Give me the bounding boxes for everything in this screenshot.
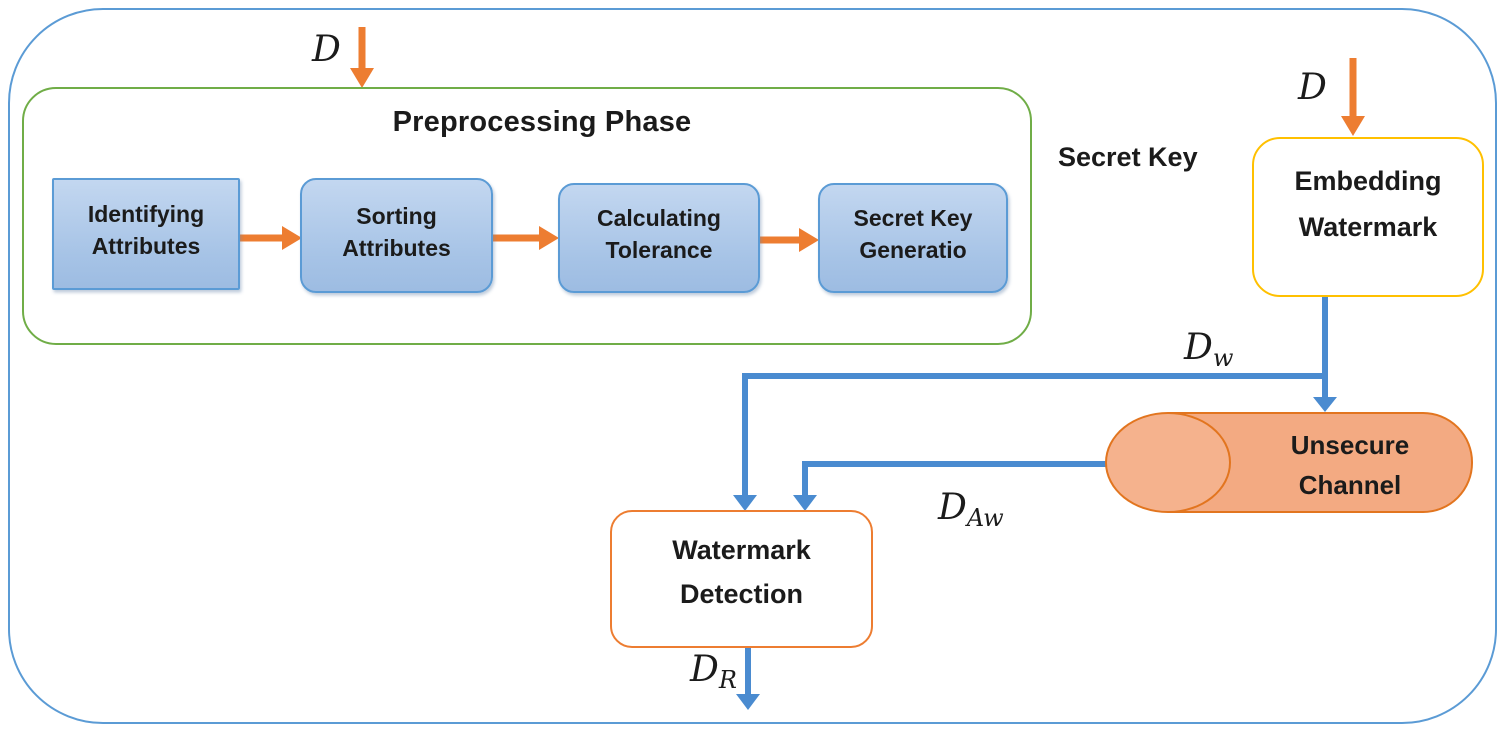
step-label-line2: Attributes: [91, 233, 201, 259]
math-base: D: [938, 487, 967, 528]
node-label-line2: Channel: [1298, 469, 1402, 500]
arrow-d-to-embedding-head: [1341, 116, 1365, 136]
label-daw: DAw: [938, 487, 1004, 531]
step-label-line1: Calculating: [597, 205, 721, 231]
arrow-dw-into-detection-head: [733, 495, 757, 511]
arrow-d-to-preprocessing-head: [350, 68, 374, 88]
arrow-step1-step2-head: [282, 226, 302, 250]
connector-channel-to-detection: [802, 461, 1107, 496]
node-label-line1: Unsecure: [1290, 429, 1410, 460]
diagram-outer-border: [8, 8, 1497, 724]
math-base: D: [1184, 327, 1213, 368]
node-label-line2: Watermark: [1298, 212, 1438, 242]
step-label-line1: Identifying: [87, 201, 205, 227]
watermark-detection-node: Watermark Detection: [610, 510, 873, 648]
arrow-step3-step4-head: [799, 228, 819, 252]
node-label-line1: Watermark: [672, 535, 811, 565]
math-base: D: [312, 29, 341, 70]
preprocessing-phase-title: Preprocessing Phase: [392, 106, 692, 138]
label-dr: DR: [690, 649, 737, 693]
math-subscript: w: [1212, 344, 1234, 372]
preprocessing-phase-box: [22, 87, 1032, 345]
math-base: D: [690, 649, 719, 690]
node-label-line2: Detection: [679, 579, 804, 609]
arrow-step2-step3-head: [539, 226, 559, 250]
arrow-detection-output-head: [736, 694, 760, 710]
label-d-input-preprocessing: D: [312, 32, 341, 68]
connector-dw-to-detection: [742, 373, 1328, 496]
math-base: D: [1298, 67, 1327, 108]
step-calculating-tolerance: Calculating Tolerance: [558, 183, 760, 293]
unsecure-channel-cylinder-cap: [1105, 412, 1231, 513]
arrow-channel-into-detection-head: [793, 495, 817, 511]
secret-key-label: Secret Key: [1058, 142, 1198, 172]
math-subscript: Aw: [966, 504, 1004, 532]
step-label-line1: Sorting: [356, 202, 437, 229]
math-subscript: R: [718, 666, 737, 694]
step-identifying-attributes: Identifying Attributes: [52, 178, 240, 290]
step-secret-key-generation: Secret Key Generatio: [818, 183, 1008, 293]
label-dw: Dw: [1184, 327, 1233, 371]
node-label-line1: Embedding: [1294, 166, 1442, 196]
step-label-line2: Attributes: [342, 234, 451, 261]
label-d-input-embedding: D: [1298, 70, 1327, 106]
unsecure-channel-node: Unsecure Channel: [1230, 412, 1470, 513]
step-label-line2: Tolerance: [605, 237, 713, 263]
step-label-line2: Generatio: [859, 237, 967, 263]
arrow-into-channel-head: [1313, 397, 1337, 412]
step-label-line1: Secret Key: [853, 205, 973, 231]
embedding-watermark-node: Embedding Watermark: [1252, 137, 1484, 297]
step-sorting-attributes: Sorting Attributes: [300, 178, 493, 293]
